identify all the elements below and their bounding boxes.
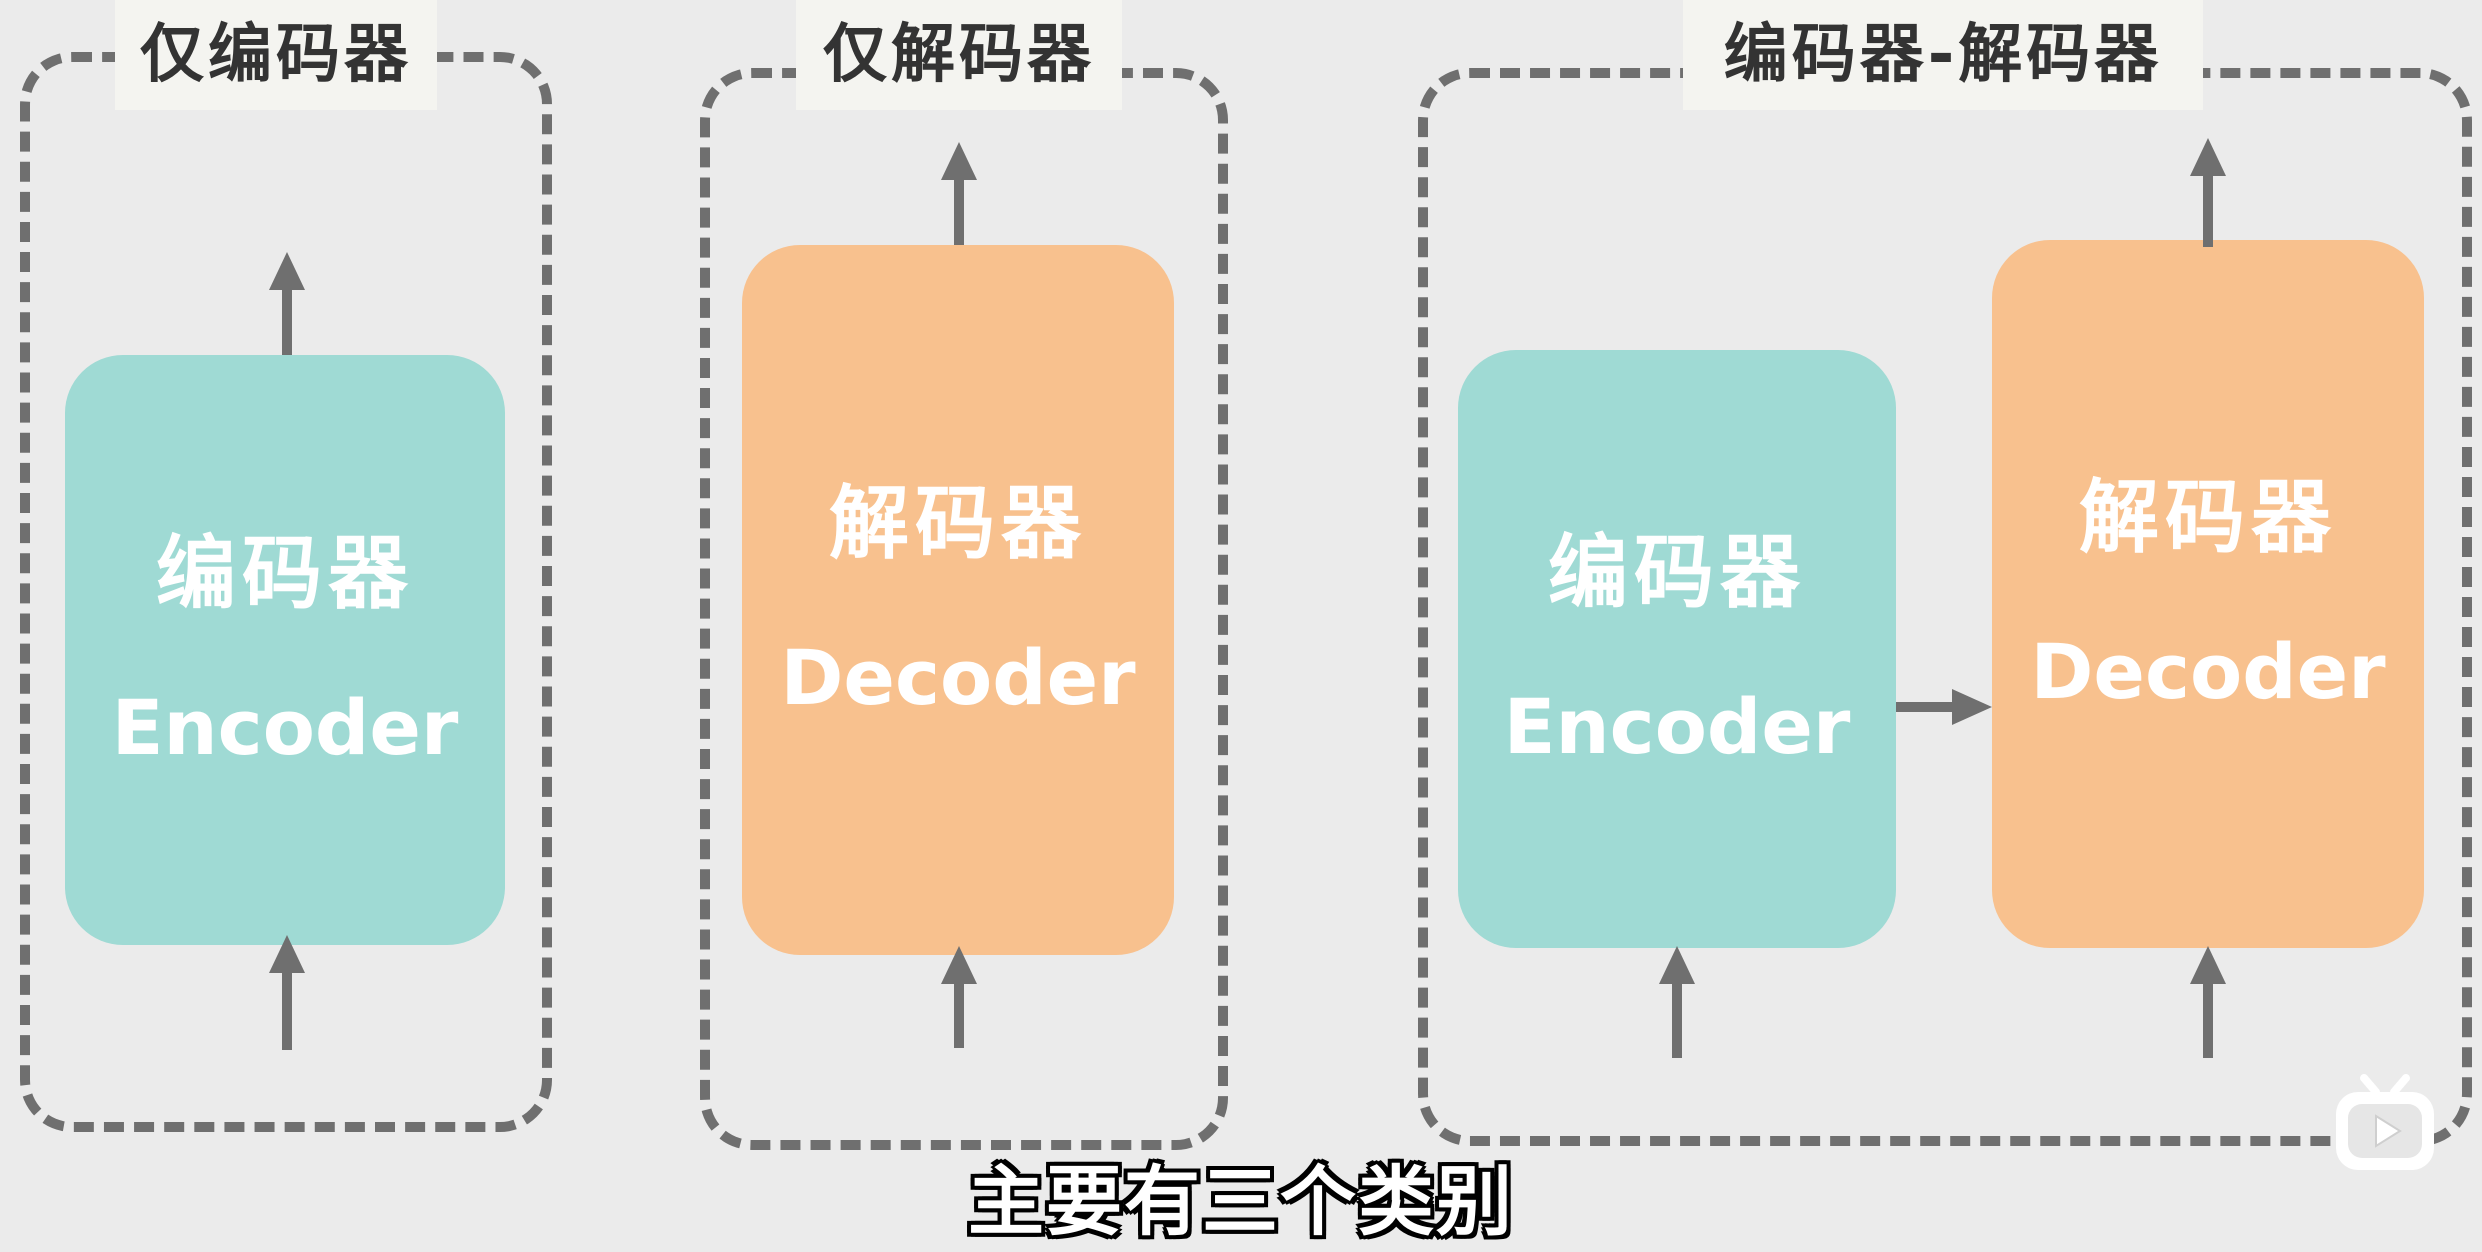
output-arrow-stem <box>954 180 964 252</box>
input-arrow-head <box>2190 946 2226 984</box>
input-arrow-stem <box>2203 980 2213 1058</box>
decoder-block: 解码器 Decoder <box>1992 240 2424 948</box>
decoder-label-en: Decoder <box>2030 626 2386 716</box>
encoder-label-zh: 编码器 <box>1548 525 1806 619</box>
group-title-encoder-only: 仅编码器 <box>115 0 437 110</box>
output-arrow-head <box>941 142 977 180</box>
encoder-label-en: Encoder <box>1503 681 1851 771</box>
input-arrow-stem <box>954 980 964 1048</box>
decoder-label-zh: 解码器 <box>2079 470 2337 564</box>
input-arrow-head <box>1659 946 1695 984</box>
encoder-to-decoder-arrow-stem <box>1896 702 1956 712</box>
encoder-block: 编码器 Encoder <box>65 355 505 945</box>
output-arrow-head <box>2190 138 2226 176</box>
encoder-to-decoder-arrow-head <box>1952 689 1992 725</box>
output-arrow-stem <box>2203 175 2213 247</box>
decoder-label-en: Decoder <box>780 632 1136 722</box>
input-arrow-head <box>941 946 977 984</box>
video-subtitle: 主要有三个类别 <box>968 1157 1514 1246</box>
input-arrow-stem <box>1672 980 1682 1058</box>
group-title-encoder-decoder: 编码器-解码器 <box>1683 0 2203 110</box>
decoder-block: 解码器 Decoder <box>742 245 1174 955</box>
encoder-block: 编码器 Encoder <box>1458 350 1896 948</box>
input-arrow-head <box>269 935 305 973</box>
decoder-label-zh: 解码器 <box>829 476 1087 570</box>
output-arrow-stem <box>282 288 292 358</box>
player-tv-icon[interactable] <box>2330 1068 2440 1178</box>
encoder-label-zh: 编码器 <box>156 526 414 620</box>
output-arrow-head <box>269 252 305 290</box>
encoder-label-en: Encoder <box>111 682 459 772</box>
group-title-decoder-only: 仅解码器 <box>796 0 1122 110</box>
input-arrow-stem <box>282 970 292 1050</box>
